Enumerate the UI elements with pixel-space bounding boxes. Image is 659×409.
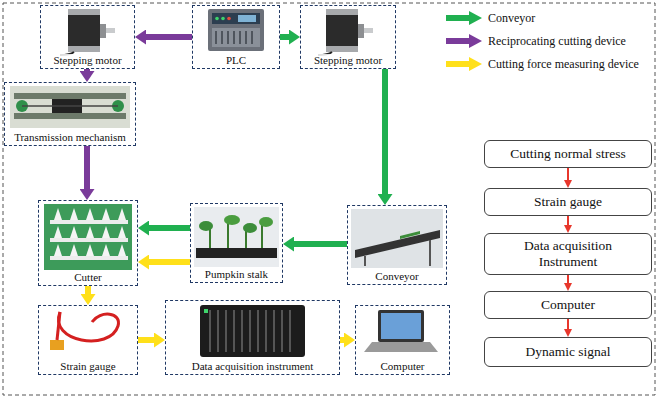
flow-arrow — [567, 216, 569, 225]
flow-arrow — [340, 337, 344, 343]
caption-label: Pumpkin stalk — [203, 268, 270, 280]
legend-label: Reciprocating cutting device — [488, 34, 626, 48]
flow-arrow — [146, 34, 192, 40]
caption-label: PLC — [224, 54, 248, 66]
image-panel: Stepping motor — [300, 5, 396, 69]
process-label: Dynamic signal — [525, 344, 610, 360]
caption-label: Strain gauge — [58, 360, 117, 372]
laptop-picture — [364, 310, 438, 352]
flow-arrow — [149, 259, 190, 265]
flow-arrow — [567, 275, 569, 283]
caption-label: Conveyor — [373, 270, 420, 282]
process-label: Cutting normal stress — [510, 146, 626, 162]
legend-item: Cutting force measuring device — [446, 52, 639, 75]
conveyor-picture — [351, 209, 443, 268]
flow-arrow — [294, 241, 347, 247]
image-panel: Cutter — [38, 200, 138, 286]
image-panel: Stepping motor — [40, 5, 135, 69]
caption-label: Stepping motor — [312, 54, 384, 66]
legend-label: Cutting force measuring device — [488, 57, 639, 71]
flow-arrow — [567, 168, 569, 180]
legend: ConveyorReciprocating cutting deviceCutt… — [446, 6, 639, 75]
outer-frame — [3, 3, 655, 395]
legend-label: Conveyor — [488, 11, 535, 25]
flow-arrow — [138, 337, 154, 343]
caption-label: Transmission mechanism — [12, 131, 128, 143]
process-box: Strain gauge — [484, 188, 652, 216]
caption-label: Cutter — [72, 271, 104, 283]
image-panel: Conveyor — [347, 205, 447, 285]
stepping-motor-picture — [318, 9, 373, 55]
process-label: Computer — [541, 297, 595, 313]
cutter-picture — [44, 204, 132, 270]
transmission-picture — [10, 86, 130, 128]
image-panel: Computer — [355, 305, 450, 375]
image-panel: Strain gauge — [38, 305, 138, 375]
process-box: Cutting normal stress — [484, 140, 652, 168]
legend-arrow-swatch — [446, 57, 482, 71]
legend-arrow-swatch — [446, 11, 482, 25]
daq-picture — [200, 305, 305, 357]
legend-arrow-swatch — [446, 34, 482, 48]
process-label: Strain gauge — [534, 194, 602, 210]
process-box: Computer — [484, 291, 652, 319]
image-panel: Data acquisition instrument — [165, 300, 340, 375]
stepping-motor-picture — [60, 9, 115, 55]
image-panel: PLC — [192, 5, 280, 69]
plc-picture — [208, 9, 264, 51]
caption-label: Stepping motor — [51, 54, 123, 66]
image-panel: Pumpkin stalk — [190, 203, 283, 283]
strain-gauge-picture — [50, 312, 118, 350]
process-label: Data acquisition Instrument — [503, 238, 633, 270]
flow-arrow — [84, 146, 90, 189]
flow-arrow — [567, 319, 569, 329]
flow-arrow — [149, 225, 190, 231]
flow-arrow — [84, 69, 90, 71]
legend-item: Conveyor — [446, 6, 639, 29]
flow-arrow — [382, 69, 388, 194]
process-box: Dynamic signal — [484, 337, 652, 367]
process-box: Data acquisition Instrument — [484, 233, 652, 275]
caption-label: Computer — [379, 360, 427, 372]
legend-item: Reciprocating cutting device — [446, 29, 639, 52]
flow-arrow — [85, 286, 91, 294]
flow-arrow — [280, 34, 289, 40]
caption-label: Data acquisition instrument — [190, 360, 316, 372]
image-panel: Transmission mechanism — [4, 82, 136, 146]
pumpkin-stalk-picture — [194, 207, 279, 267]
